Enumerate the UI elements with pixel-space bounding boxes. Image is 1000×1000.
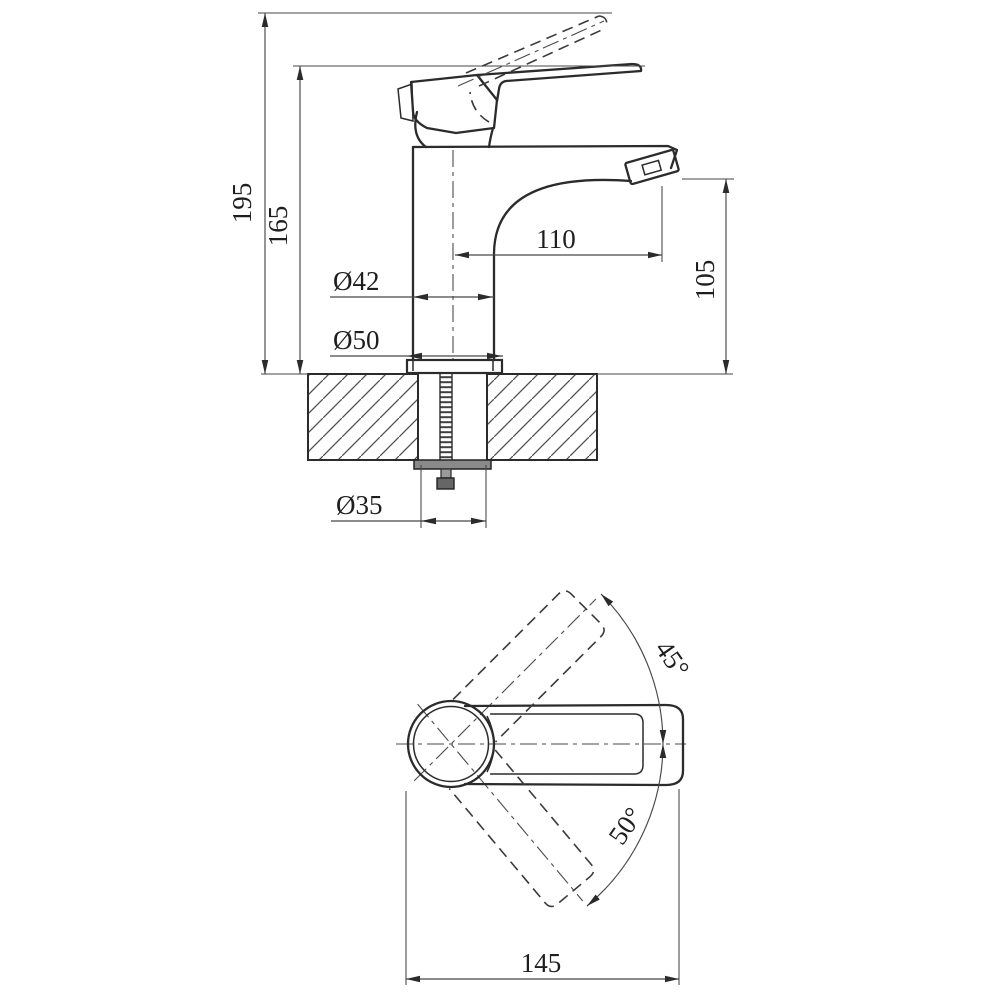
handle-back-tab bbox=[397, 82, 414, 122]
plan-axis-50 bbox=[417, 703, 584, 902]
overall-height-label: 195 bbox=[227, 183, 257, 224]
side-view: 195 165 110 105 Ø42 bbox=[227, 12, 734, 528]
body-diameter-label: Ø42 bbox=[333, 266, 380, 296]
aerator bbox=[624, 148, 680, 186]
dimension-lever-swing-down: 50° bbox=[586, 743, 667, 907]
plan-view: 45° 50° 145 bbox=[396, 590, 696, 985]
dimension-base-diameter: Ø50 bbox=[330, 325, 503, 360]
height-to-lever-label: 165 bbox=[263, 206, 293, 247]
lever-swing-up-label: 45° bbox=[649, 635, 695, 683]
dimension-spout-outlet-height: 105 bbox=[682, 178, 734, 374]
dimension-lever-swing-up: 45° bbox=[600, 593, 696, 745]
spout-curve bbox=[492, 178, 633, 361]
dimension-overall-length: 145 bbox=[405, 789, 680, 985]
lever-handle bbox=[397, 62, 643, 135]
lever-swing-down-label: 50° bbox=[602, 802, 648, 850]
mounting-washer bbox=[413, 459, 492, 470]
dimension-mounting-hole: Ø35 bbox=[331, 465, 487, 528]
spout-outlet-height-label: 105 bbox=[690, 260, 720, 301]
dimension-spout-reach: 110 bbox=[455, 186, 663, 262]
plan-axis-45 bbox=[413, 598, 597, 782]
spout-reach-label: 110 bbox=[536, 224, 576, 254]
faucet-body bbox=[405, 110, 680, 375]
mounting-hole-label: Ø35 bbox=[336, 490, 383, 520]
mounting-nut bbox=[436, 477, 455, 490]
dimension-body-diameter: Ø42 bbox=[330, 266, 494, 301]
overall-length-label: 145 bbox=[521, 948, 562, 978]
dimension-height-to-lever: 165 bbox=[263, 65, 645, 374]
plan-handle-outline bbox=[463, 703, 685, 787]
plan-handle-down-dashed bbox=[448, 749, 595, 908]
mounting-shank bbox=[413, 371, 492, 490]
lever-raised-dashed bbox=[457, 15, 608, 123]
countertop-section bbox=[261, 373, 733, 461]
base-flange bbox=[405, 358, 504, 375]
base-diameter-label: Ø50 bbox=[333, 325, 380, 355]
dimension-overall-height: 195 bbox=[227, 12, 612, 374]
